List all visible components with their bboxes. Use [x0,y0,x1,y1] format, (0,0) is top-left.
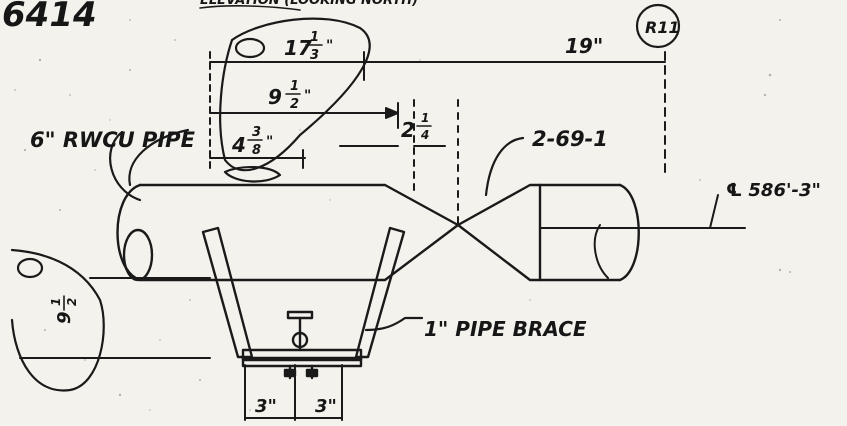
leader-line-number [484,136,525,197]
dim-9-den: 2 [290,97,299,112]
scan-noise [14,19,791,411]
dim-2-num: 1 [421,111,429,125]
view-title: ELEVATION (LOOKING NORTH) [200,0,418,8]
base-plate-lower [241,356,363,368]
dim-vertical-9: 9 1 2 [49,295,79,324]
leader-pipe-label-2 [128,128,190,187]
rwcu-pipe [116,183,746,282]
cloud-node-left [16,257,44,279]
pipe-left-cap [116,183,142,282]
dim-4-den: 8 [252,143,261,158]
pipe-brace-assembly [201,226,406,380]
pipe-left-break [122,228,154,282]
pipe-bottom-edge [138,223,622,282]
pipe-top-edge [138,183,622,227]
line-number-label: 2-69-1 [532,127,608,151]
post-clamp [291,331,309,349]
dim-v9-whole: 9 [54,311,75,324]
leader-brace-label [364,316,424,332]
cloud-node [234,37,266,59]
dim-v9-den: 2 [65,298,79,306]
dim-17-den: 3 [310,48,319,63]
title-fragment-stroke [199,5,301,11]
brace-left [201,226,254,359]
dim-17-num: 1 [310,30,319,45]
pipe-label: 6" RWCU PIPE [30,128,196,152]
base-dim-right: 3" [315,396,337,417]
brace-label: 1" PIPE BRACE [424,317,587,341]
dim-4-whole: 4 [231,133,246,157]
nut-right [305,368,319,378]
cloud-bottom-4 [223,166,282,183]
dim-2-den: 4 [420,128,429,142]
base-plate [241,348,363,362]
pipe-right-break [593,224,609,279]
leader-pipe-label [109,130,142,202]
nut-left [283,368,297,378]
dim-17-mark: " [326,38,333,54]
post-cap [286,310,314,320]
revision-label: R11 [645,18,680,37]
base-dim-left: 3" [255,396,277,417]
dim-17: 17 1 3 " [284,30,333,63]
dim-2: 2 1 4 [401,111,432,142]
dim-9: 9 1 2 " [268,79,311,112]
revision-cloud-vertical [10,248,105,392]
centerline-elevation: ℄ 586'-3" [726,180,821,201]
dim-2-whole: 2 [401,118,415,142]
dimension-lines [19,51,666,421]
dim-9-num: 1 [290,79,299,94]
labels: 6414 ELEVATION (LOOKING NORTH) R11 17 1 … [2,0,821,417]
dim-4: 4 3 8 " [231,125,273,158]
dim-9-mark: " [304,88,311,104]
arrow-9 [385,107,399,119]
dim-v9-num: 1 [49,298,63,306]
dim-9-whole: 9 [268,85,282,109]
brace-right [354,226,406,359]
dim-4-num: 3 [252,125,261,140]
pipe-right-cap [618,183,640,282]
revision-circle [635,3,681,49]
revision-cloud-17 [219,17,371,172]
callouts [10,3,681,392]
dim-19: 19" [565,34,603,58]
dim-4-mark: " [266,134,273,150]
drawing-number: 6414 [2,0,97,35]
centerline-leader [709,194,719,229]
dim-17-whole: 17 [284,36,312,60]
